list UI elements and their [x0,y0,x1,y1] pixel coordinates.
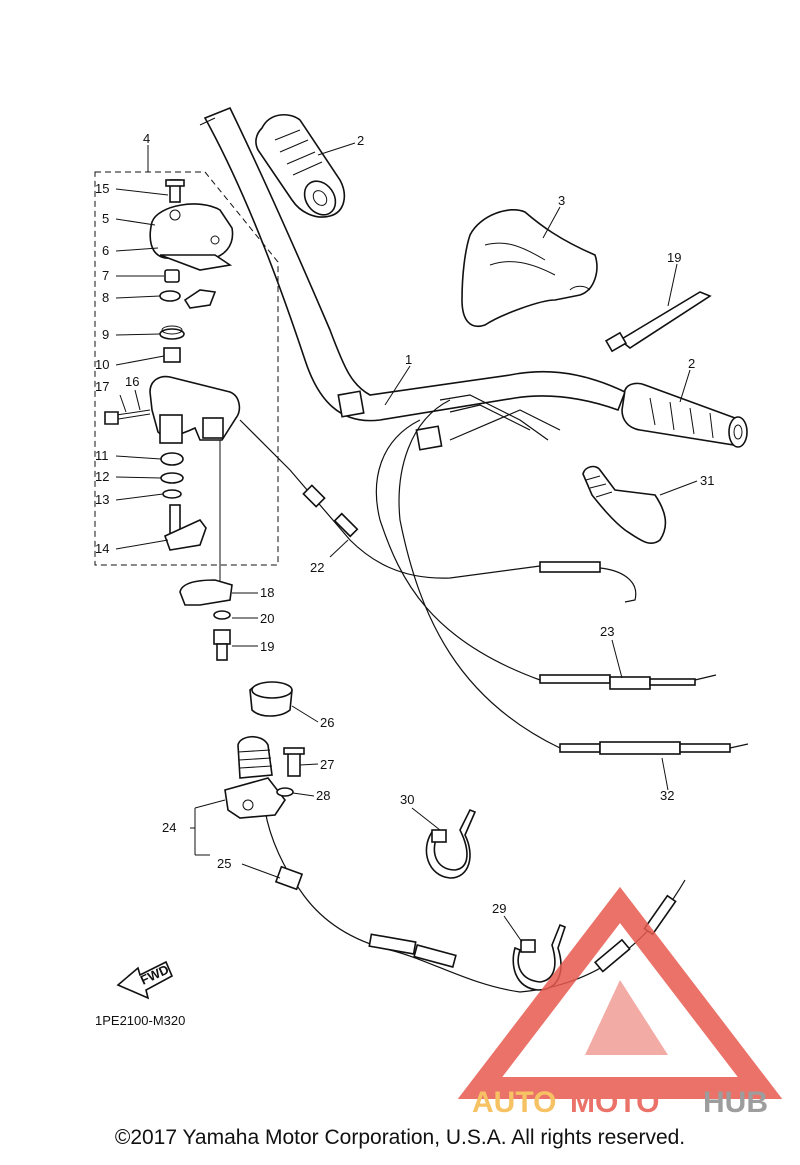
callout-32: 32 [660,788,674,803]
cables [239,394,749,993]
handlebar-cover [461,208,598,327]
callout-13: 13 [95,492,109,507]
callout-3: 3 [558,193,565,208]
callout-17: 17 [95,379,109,394]
callout-4: 4 [143,131,150,146]
copyright-notice: ©2017 Yamaha Motor Corporation, U.S.A. A… [114,1126,686,1149]
callout-19: 19 [260,639,274,654]
callout-26: 26 [320,715,334,730]
callout-29: 29 [492,901,506,916]
callout-23: 23 [600,624,614,639]
diagram-code: 1PE2100-M320 [95,1013,185,1028]
callout-labels: 2 3 19 1 2 31 4 15 5 6 7 8 9 10 17 16 11… [95,131,714,916]
callout-8: 8 [102,290,109,305]
callout-20: 20 [260,611,274,626]
callout-2-right: 2 [688,356,695,371]
leader-lines [115,142,698,943]
grip-right [621,382,748,448]
callout-14: 14 [95,541,109,556]
callout-30: 30 [400,792,414,807]
boot-31 [582,465,667,545]
brake-assembly [224,681,305,891]
callout-15: 15 [95,181,109,196]
callout-12: 12 [95,469,109,484]
callout-11: 11 [95,448,109,463]
callout-1: 1 [405,352,412,367]
callout-2-left: 2 [357,133,364,148]
callout-28: 28 [316,788,330,803]
grip-left [255,113,346,218]
callout-21: 19 [667,250,681,265]
watermark-hub: HUB [703,1086,768,1119]
callout-7: 7 [102,268,109,283]
throttle-assembly [104,179,241,551]
handlebar [199,106,627,451]
assembly-boundary-4 [94,171,279,566]
watermark-auto: AUTO [472,1086,556,1119]
callout-31: 31 [700,473,714,488]
callout-18: 18 [260,585,274,600]
callout-10: 10 [95,357,109,372]
watermark-triangle-icon [457,886,783,1099]
callout-22: 22 [310,560,324,575]
callout-25: 25 [217,856,231,871]
callout-6: 6 [102,243,109,258]
watermark-moto: MOTO [570,1086,659,1119]
callout-5: 5 [102,211,109,226]
fwd-arrow-icon: FWD [116,960,174,1000]
cable-ties [425,808,566,991]
cable-tie-21 [604,291,712,353]
callout-9: 9 [102,327,109,342]
callout-16: 16 [125,374,139,389]
callout-24: 24 [162,820,176,835]
bracket-18 [179,440,233,661]
watermark-logo: AUTO MOTO HUB [457,886,783,1119]
callout-27: 27 [320,757,334,772]
